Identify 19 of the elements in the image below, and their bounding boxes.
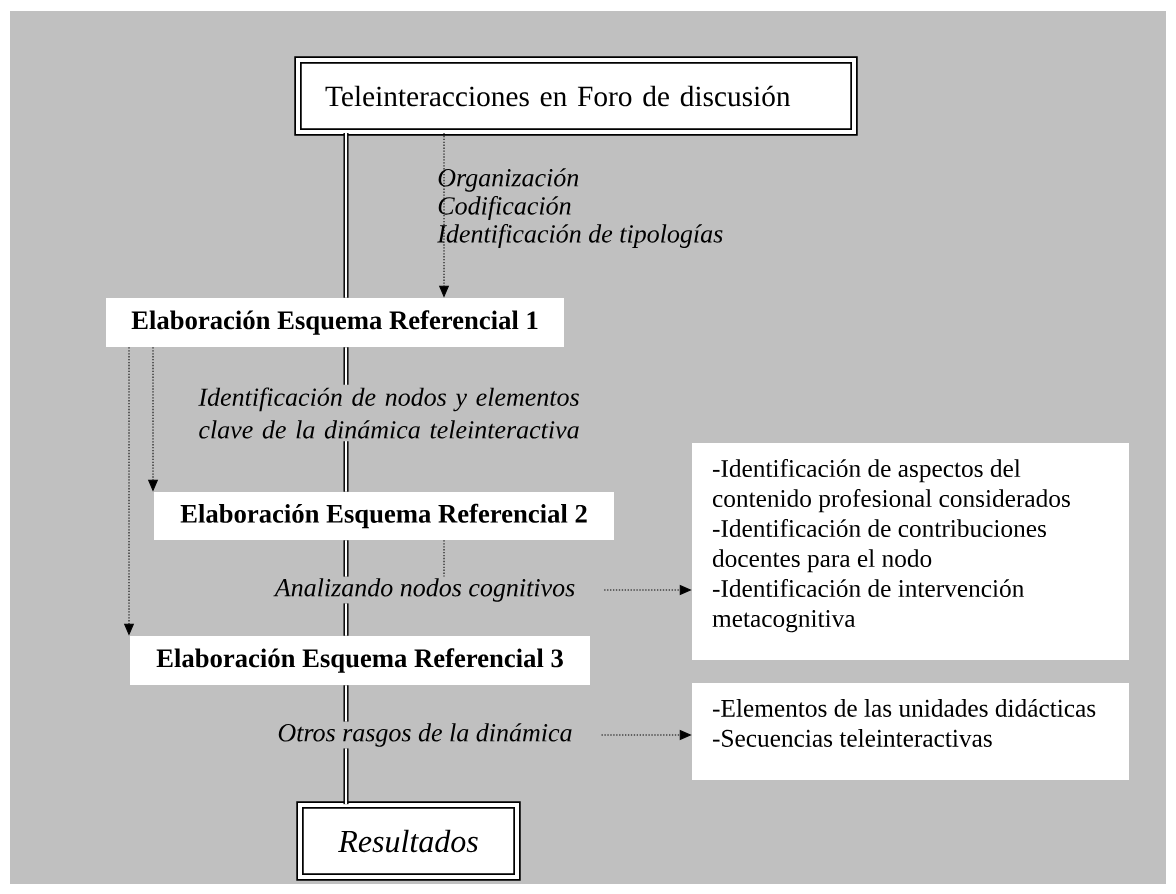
edge-label: Identificación de nodos y elementos clave de la dinámica teleinteractiva [191, 384, 587, 442]
dotted-line [443, 539, 445, 578]
double-line-connector [343, 132, 349, 298]
annotation-text: Organización [438, 168, 579, 192]
double-line-connector [343, 748, 349, 805]
annotation-text: Otros rasgos de la dinámica [274, 721, 576, 749]
double-line-connector [343, 685, 349, 722]
annotation-text: Codificación [438, 196, 571, 220]
annotation-text: Analizando nodos cognitivos [272, 576, 578, 604]
list-box: -Elementos de las unidades didácticas -Secuencias teleinteractivas [692, 683, 1129, 780]
process-box: Elaboración Esquema Referencial 3 [130, 636, 590, 685]
annotation-text: Identificación de tipologías [437, 224, 723, 248]
process-box: Elaboración Esquema Referencial 1 [106, 298, 564, 347]
double-line-connector [343, 540, 349, 577]
process-box: Elaboración Esquema Referencial 2 [154, 492, 614, 540]
double-line-connector [343, 603, 349, 636]
list-box: -Identificación de aspectos del contenido profesional considerados -Identificación de contribuciones docentes para el nodo -Identificación de intervención metacognitiva [692, 443, 1129, 660]
title-box: Teleinteracciones en Foro de discusión [294, 56, 858, 136]
result-box: Resultados [296, 801, 521, 881]
